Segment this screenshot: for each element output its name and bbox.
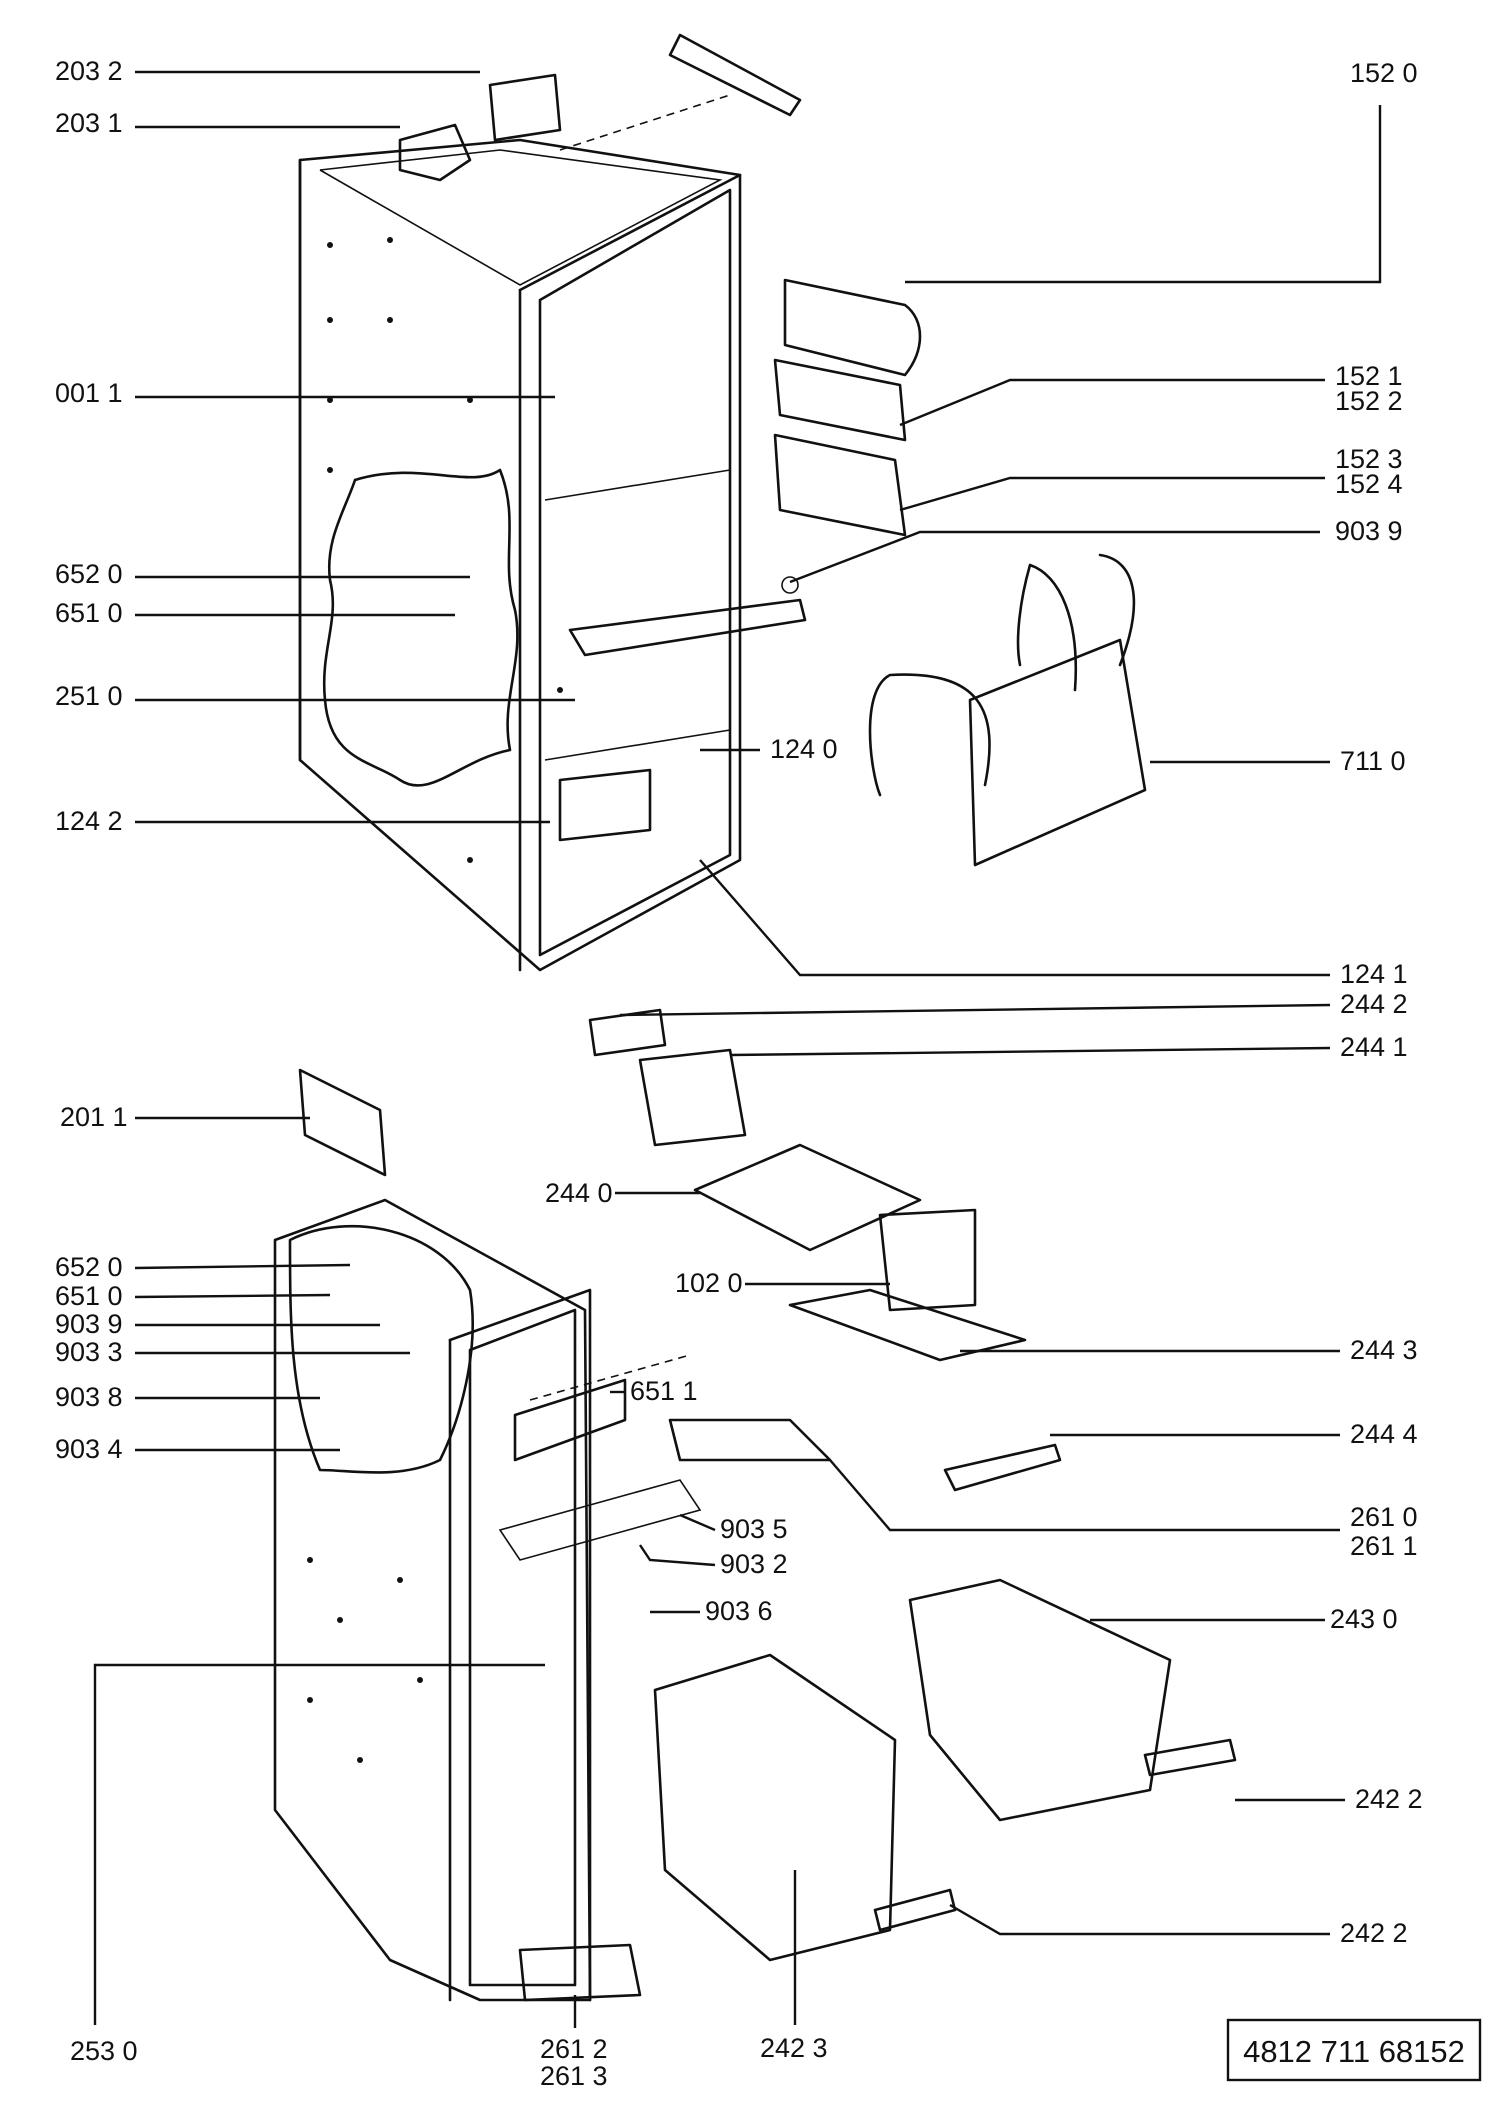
callout-711-0: 711 0 xyxy=(1340,746,1406,776)
callout-244-1: 244 1 xyxy=(1340,1032,1408,1062)
callout-261-3: 261 3 xyxy=(540,2061,608,2091)
callout-152-2: 152 2 xyxy=(1335,386,1403,416)
upper-cabinet-body xyxy=(298,138,807,972)
callout-242-3: 242 3 xyxy=(760,2033,828,2063)
callout-261-0: 261 0 xyxy=(1350,1502,1418,1532)
callout-903-9-upper: 903 9 xyxy=(1335,516,1403,546)
callout-903-8: 903 8 xyxy=(55,1382,123,1412)
callout-244-0: 244 0 xyxy=(545,1178,613,1208)
drawing-number-box: 4812 711 68152 xyxy=(1226,2018,1482,2082)
callout-251-0: 251 0 xyxy=(55,681,123,711)
callout-242-2-lower: 242 2 xyxy=(1340,1918,1408,1948)
callout-903-6: 903 6 xyxy=(705,1596,773,1626)
callout-102-0: 102 0 xyxy=(675,1268,743,1298)
lower-cabinet-body xyxy=(273,1068,702,2002)
callout-152-1: 152 1 xyxy=(1335,361,1403,391)
callout-labels: 203 2 203 1 152 0 001 1 152 1 152 2 152 … xyxy=(55,56,1423,2091)
callout-001-1: 001 1 xyxy=(55,378,123,408)
callout-651-0-lower: 651 0 xyxy=(55,1281,123,1311)
callout-652-0-lower: 652 0 xyxy=(55,1252,123,1282)
callout-903-9-lower: 903 9 xyxy=(55,1309,123,1339)
callout-903-4: 903 4 xyxy=(55,1434,123,1464)
callout-253-0: 253 0 xyxy=(70,2036,138,2066)
shelves-and-bins xyxy=(588,1008,1237,1962)
callout-244-3: 244 3 xyxy=(1350,1335,1418,1365)
callout-903-5: 903 5 xyxy=(720,1514,788,1544)
callout-651-1: 651 1 xyxy=(630,1376,698,1406)
callout-201-1: 201 1 xyxy=(60,1102,128,1132)
callout-124-0: 124 0 xyxy=(770,734,838,764)
callout-261-2: 261 2 xyxy=(540,2034,608,2064)
leader-lines xyxy=(93,70,1382,2028)
callout-261-1: 261 1 xyxy=(1350,1531,1418,1561)
callout-244-4: 244 4 xyxy=(1350,1419,1418,1449)
callout-903-3: 903 3 xyxy=(55,1337,123,1367)
callout-652-0-upper: 652 0 xyxy=(55,559,123,589)
callout-244-2: 244 2 xyxy=(1340,989,1408,1019)
callout-651-0-upper: 651 0 xyxy=(55,598,123,628)
callout-152-4: 152 4 xyxy=(1335,469,1403,499)
callout-152-3: 152 3 xyxy=(1335,444,1403,474)
callout-242-2-upper: 242 2 xyxy=(1355,1784,1423,1814)
top-cover-parts xyxy=(398,33,802,182)
callout-124-1: 124 1 xyxy=(1340,959,1408,989)
callout-124-2: 124 2 xyxy=(55,806,123,836)
drawing-number: 4812 711 68152 xyxy=(1243,2034,1465,2069)
callout-243-0: 243 0 xyxy=(1330,1604,1398,1634)
callout-903-2: 903 2 xyxy=(720,1549,788,1579)
callout-152-0: 152 0 xyxy=(1350,58,1418,88)
upper-right-parts xyxy=(773,278,1147,867)
callout-203-1: 203 1 xyxy=(55,108,123,138)
callout-203-2: 203 2 xyxy=(55,56,123,86)
